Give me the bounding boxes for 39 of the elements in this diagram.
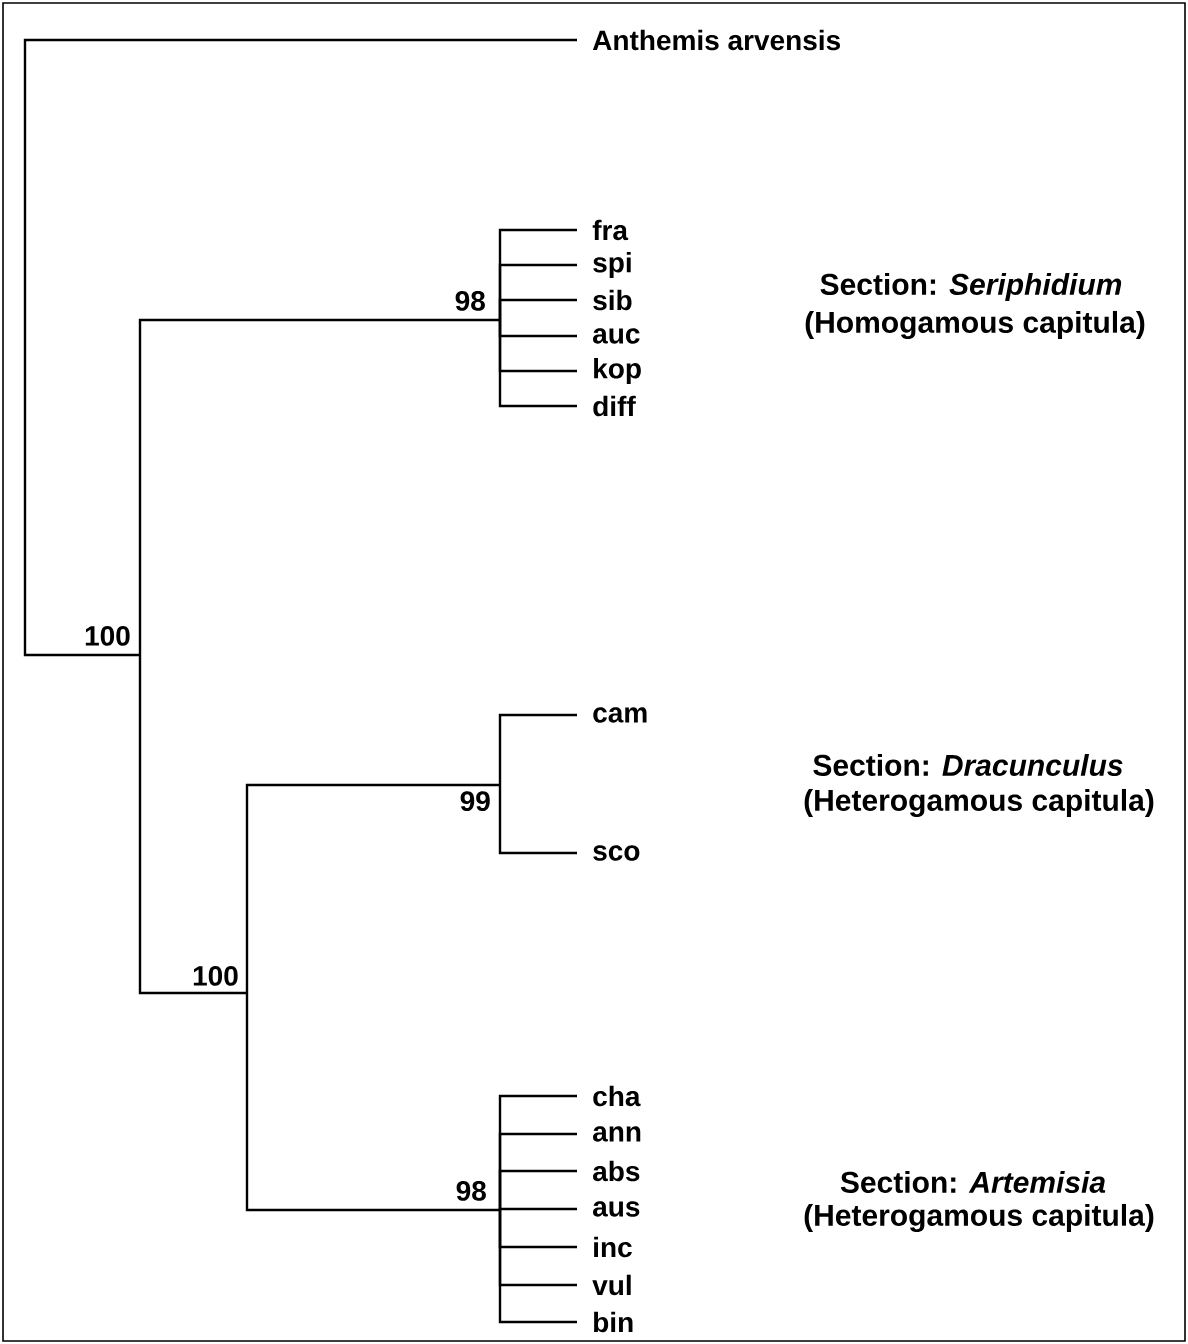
taxon-label: kop [594,357,641,385]
taxon-label: aus [593,1201,640,1217]
bootstrap-value: 98 [456,1180,486,1201]
clade-label: Section: Artemisia [840,1171,1106,1193]
taxon-label: cam [593,707,647,723]
tree-branch [23,38,577,657]
clade-label: (Heterogamous capitula) [804,788,1154,818]
tree-branch [498,298,577,320]
tree-branch [138,655,247,995]
taxon-label: fra [592,219,629,241]
taxon-label: Anthemis arvensis [592,29,840,51]
tree-branch [245,993,500,1212]
bootstrap-value: 98 [455,290,485,311]
clade-label: (Homogamous capitula) [805,310,1145,340]
taxon-label: vul [592,1274,631,1296]
taxon-label: abs [593,1160,640,1182]
taxon-label: sco [593,845,640,861]
tree-branch [138,318,500,655]
tree-branch [498,320,577,408]
bootstrap-value: 99 [460,791,490,812]
taxon-label: cha [593,1085,641,1107]
taxon-label: sib [593,289,632,311]
taxon-label: inc [594,1236,632,1258]
tree-branch [498,713,577,785]
tree-branch [498,1207,577,1212]
taxon-label: spi [593,251,631,279]
clade-label: Section: Dracunculus [813,754,1123,776]
taxon-label: bin [594,1311,633,1333]
bootstrap-value: 100 [85,625,130,646]
tree-branch [498,1169,577,1210]
tree-branch [498,785,577,855]
tree-branch [245,783,500,993]
clade-label: Section: Seriphidium [820,273,1122,301]
tree-branch [498,1210,577,1324]
taxon-label: auc [593,328,640,344]
clade-label: (Heterogamous capitula) [804,1203,1154,1233]
bootstrap-value: 100 [193,965,238,986]
taxon-label: diff [593,395,636,417]
taxon-label: ann [593,1126,641,1142]
